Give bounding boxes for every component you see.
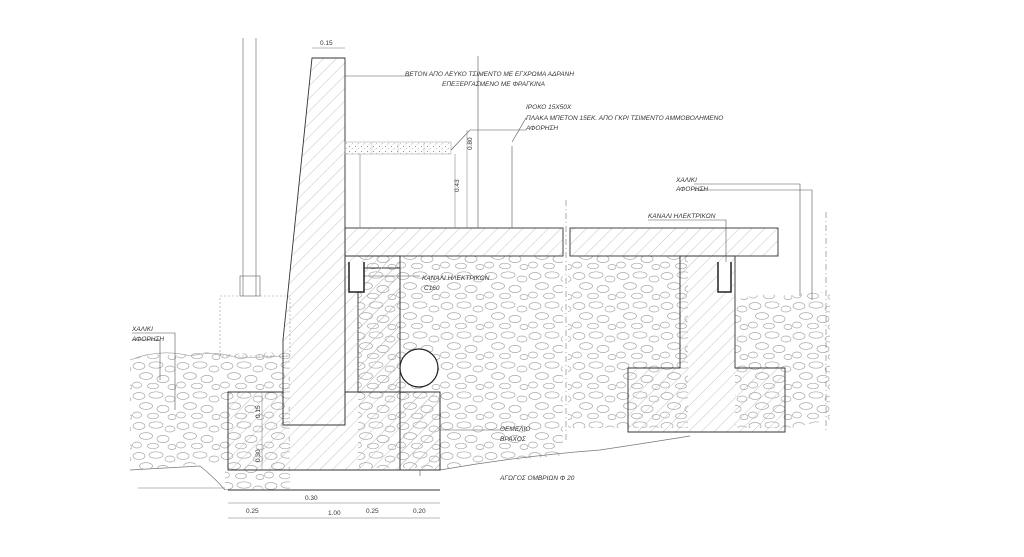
label-beton-2: ΕΠΕΞΕΡΓΑΣΜΕΝΟ ΜΕ ΦΡΑΓΚΙΝΑ [442, 81, 545, 88]
gravel-left-top [129, 352, 291, 361]
label-afothrsi-top: ΑΦΟΡΗΣΗ [525, 125, 558, 132]
label-plaka: ΠΛΑΚΑ ΜΠΕΤΟΝ 15ΕΚ. ΑΠΟ ΓΚΡΙ ΤΣΙΜΕΝΤΟ ΑΜΜ… [526, 115, 723, 122]
cable-channel-right [717, 262, 732, 293]
label-kanali-left: ΚΑΝΑΛΙ ΗΛΕΚΤΡΙΚΩΝ [422, 275, 490, 282]
dim-025a: 0.25 [246, 508, 259, 515]
dim-020: 0.20 [413, 508, 426, 515]
foundation-right-leg [399, 391, 441, 471]
right-foundation [627, 255, 786, 433]
label-xaliki-right: ΧΑΛΙΚΙ [675, 177, 697, 184]
rock-bottom-line [129, 465, 226, 491]
label-beton-1: ΒΕΤΟΝ ΑΠΟ ΛΕΥΚΟ ΤΣΙΜΕΝΤΟ ΜΕ ΕΓΧΡΩΜΑ ΑΔΡΑ… [405, 71, 574, 78]
drain-pipe [399, 348, 439, 388]
rock-line [439, 435, 691, 471]
label-agogos: ΑΓΩΓΟΣ ΟΜΒΡΙΩΝ Φ 20 [499, 475, 575, 482]
dim-030-b: 0.30 [305, 495, 318, 502]
dim-100: 1.00 [328, 510, 341, 517]
label-afothrsi-right: ΑΦΟΡΗΣΗ [675, 186, 708, 193]
label-themelio: ΘΕΜΕΛΙΟ [500, 426, 530, 433]
label-vraxos: ΒΡΑΧΟΣ [500, 436, 527, 443]
concrete-slab-right [569, 227, 779, 257]
label-afothrsi-left: ΑΦΟΡΗΣΗ [131, 336, 164, 343]
dim-025b: 0.25 [366, 508, 379, 515]
dim-030-v: 0.30 [255, 449, 262, 462]
dim-080: 0.80 [467, 137, 474, 150]
dim-top: 0.15 [320, 40, 333, 47]
label-c160: C160 [424, 285, 440, 292]
cable-channel-left [348, 262, 365, 293]
concrete-slab-left [344, 227, 564, 257]
dim-043: 0.43 [454, 179, 461, 192]
label-iroko: ΙΡΟΚΟ 15Χ50Χ [526, 104, 572, 111]
label-kanali-right: ΚΑΝΑΛΙ ΗΛΕΚΤΡΙΚΩΝ [648, 213, 716, 220]
rock-layer [130, 420, 830, 500]
dim-015-v: 0.15 [255, 405, 262, 418]
post-footing [219, 295, 291, 357]
label-xaliki-left: ΧΑΛΙΚΙ [131, 326, 153, 333]
